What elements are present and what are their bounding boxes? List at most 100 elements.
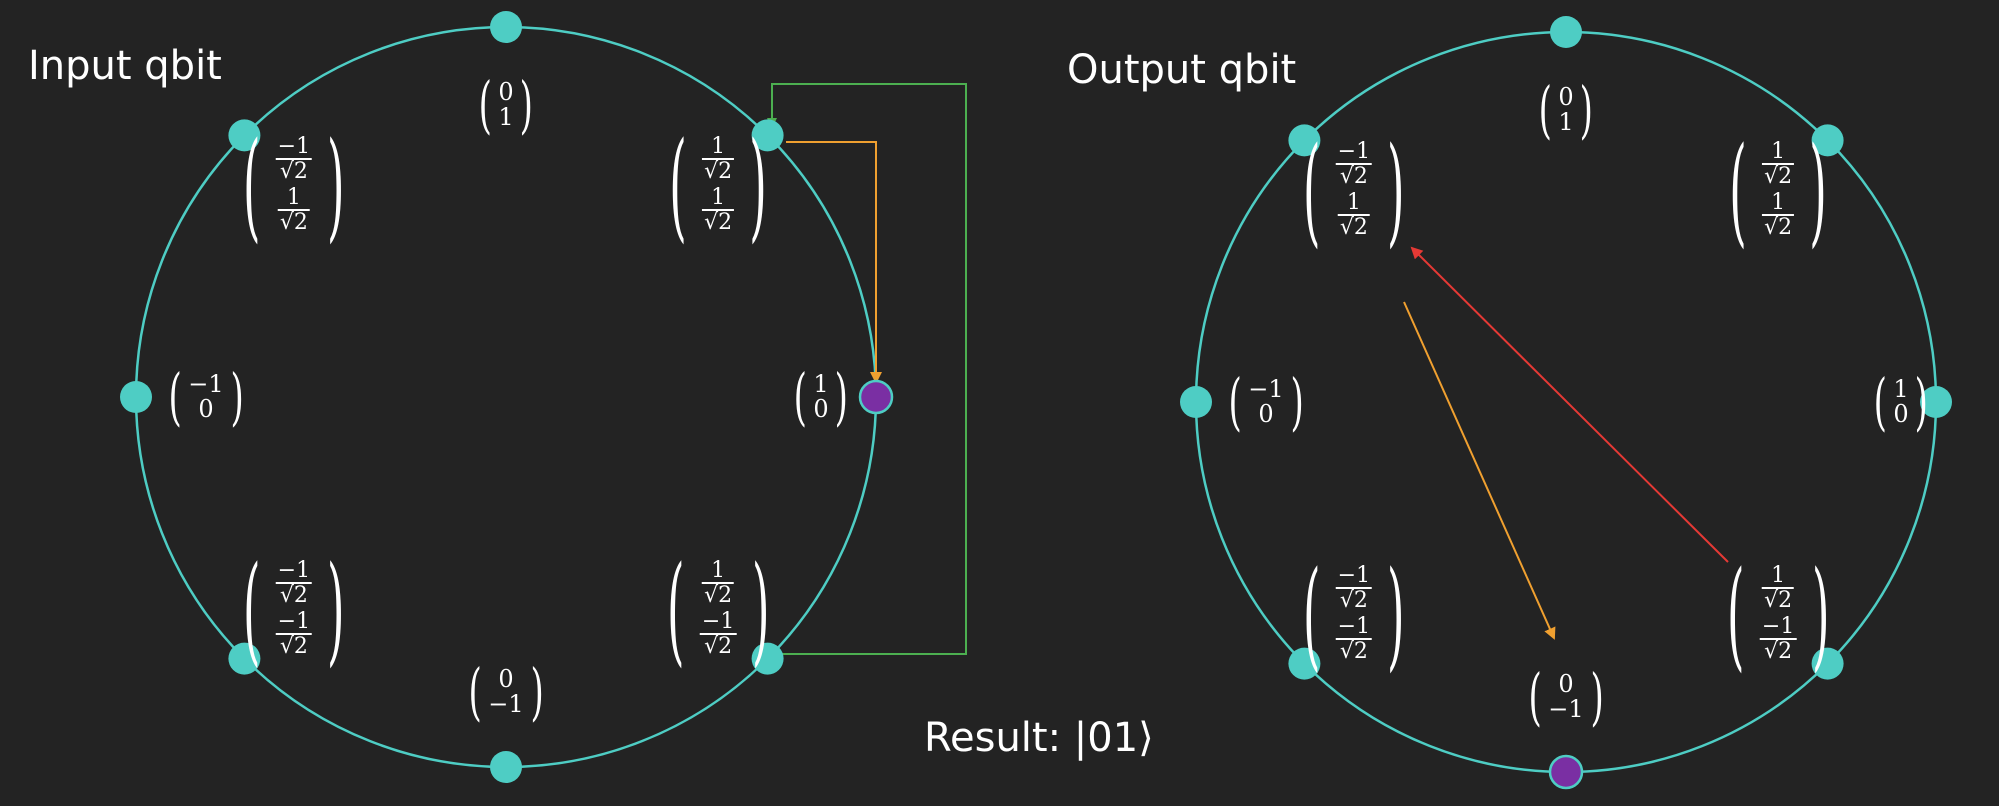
fraction-bar <box>1337 213 1370 216</box>
fraction: −1√2 <box>699 609 737 660</box>
fraction-bar <box>277 208 310 211</box>
state-vector-down-right: (1√2−1√2) <box>653 550 784 668</box>
fraction-denominator: √2 <box>1339 214 1368 240</box>
fraction-numerator: 1 <box>1346 189 1361 215</box>
vector-entry: 1 <box>498 103 514 131</box>
vector-entry: 0 <box>1558 82 1574 111</box>
fraction: −1√2 <box>1335 563 1373 614</box>
right-paren: ) <box>1290 365 1304 438</box>
vector-entry: 0 <box>1558 669 1574 698</box>
input-node-up-right[interactable] <box>751 119 784 152</box>
fraction-denominator: √2 <box>1764 588 1793 614</box>
left-paren: ( <box>669 115 687 254</box>
input-node-down-left[interactable] <box>228 642 261 675</box>
fraction-denominator: √2 <box>704 634 733 660</box>
left-paren: ( <box>1302 120 1321 259</box>
output-node-up[interactable] <box>1550 16 1582 48</box>
output-node-down-selected[interactable] <box>1548 754 1584 790</box>
right-paren: ) <box>327 540 345 679</box>
state-vector-down: (0−1) <box>463 661 549 723</box>
output-node-up-right[interactable] <box>1811 124 1844 157</box>
vector-column: −1√2−1√2 <box>1335 563 1373 665</box>
fraction-bar <box>702 208 735 211</box>
fraction-bar <box>702 582 735 585</box>
fraction-bar <box>702 157 735 160</box>
left-paren: ( <box>1538 73 1552 146</box>
vector-column: 1√2−1√2 <box>699 558 737 660</box>
fraction-bar <box>1335 162 1373 165</box>
input-node-up[interactable] <box>490 11 522 43</box>
fraction-numerator: −1 <box>1337 563 1371 589</box>
left-paren: ( <box>242 540 261 679</box>
fraction-numerator: −1 <box>701 609 735 635</box>
right-paren: ) <box>1387 120 1405 259</box>
fraction-denominator: √2 <box>1339 588 1368 614</box>
left-paren: ( <box>793 360 807 433</box>
result-label: Result: |01⟩ <box>924 718 1154 758</box>
fraction: 1√2 <box>1762 140 1795 188</box>
vector-column: −1√2−1√2 <box>275 558 313 660</box>
right-paren: ) <box>1387 545 1405 684</box>
fraction: −1√2 <box>1759 616 1797 665</box>
output-node-up-left[interactable] <box>1288 124 1321 157</box>
result-ket: |01⟩ <box>1073 715 1154 761</box>
right-paren: ) <box>1580 73 1594 146</box>
vector-column: 0−1 <box>488 664 524 718</box>
state-vector-down-left: (−1√2−1√2) <box>229 550 360 668</box>
vector-entry: 0 <box>498 664 514 693</box>
fraction-bar <box>275 582 313 585</box>
left-paren: ( <box>1302 545 1321 684</box>
left-paren: ( <box>242 115 261 254</box>
fraction-denominator: √2 <box>1339 163 1368 189</box>
right-paren: ) <box>1915 365 1929 438</box>
input-node-ket-0-right-selected[interactable] <box>858 379 894 415</box>
vector-column: 0−1 <box>1548 669 1584 723</box>
vector-entry: −1 <box>488 690 524 718</box>
output-node-left[interactable] <box>1180 386 1212 418</box>
fraction-denominator: √2 <box>704 583 733 609</box>
red-output-arrow <box>1410 246 1729 563</box>
fraction-bar <box>1335 587 1373 590</box>
green-feedback-arrow <box>767 83 967 655</box>
input-node-down[interactable] <box>490 751 522 783</box>
output-node-down-left[interactable] <box>1288 647 1321 680</box>
fraction: −1√2 <box>1335 140 1373 189</box>
left-paren: ( <box>1528 660 1542 733</box>
vector-entry: 0 <box>813 395 829 423</box>
vector-entry: 0 <box>1258 400 1274 428</box>
fraction-numerator: 1 <box>1771 189 1786 215</box>
input-node-left[interactable] <box>120 381 152 413</box>
output-node-down-right[interactable] <box>1811 647 1844 680</box>
left-paren: ( <box>468 655 482 728</box>
right-paren: ) <box>530 655 544 728</box>
orange-input-arrow <box>786 141 882 384</box>
fraction-denominator: √2 <box>279 583 308 609</box>
fraction-denominator: √2 <box>1764 639 1793 665</box>
fraction-numerator: −1 <box>277 558 311 584</box>
fraction: −1√2 <box>275 611 313 658</box>
fraction-numerator: 1 <box>711 184 726 210</box>
fraction-bar <box>1335 638 1373 641</box>
input-node-up-left[interactable] <box>228 119 261 152</box>
fraction-denominator: √2 <box>279 209 308 235</box>
state-vector-down-left: (−1√2−1√2) <box>1289 555 1420 673</box>
fraction: −1√2 <box>275 558 313 609</box>
right-paren: ) <box>751 540 770 679</box>
vector-entry: −1 <box>1548 695 1584 723</box>
input-node-down-right[interactable] <box>751 642 784 675</box>
output-node-right[interactable] <box>1920 386 1952 418</box>
right-paren: ) <box>1590 660 1604 733</box>
